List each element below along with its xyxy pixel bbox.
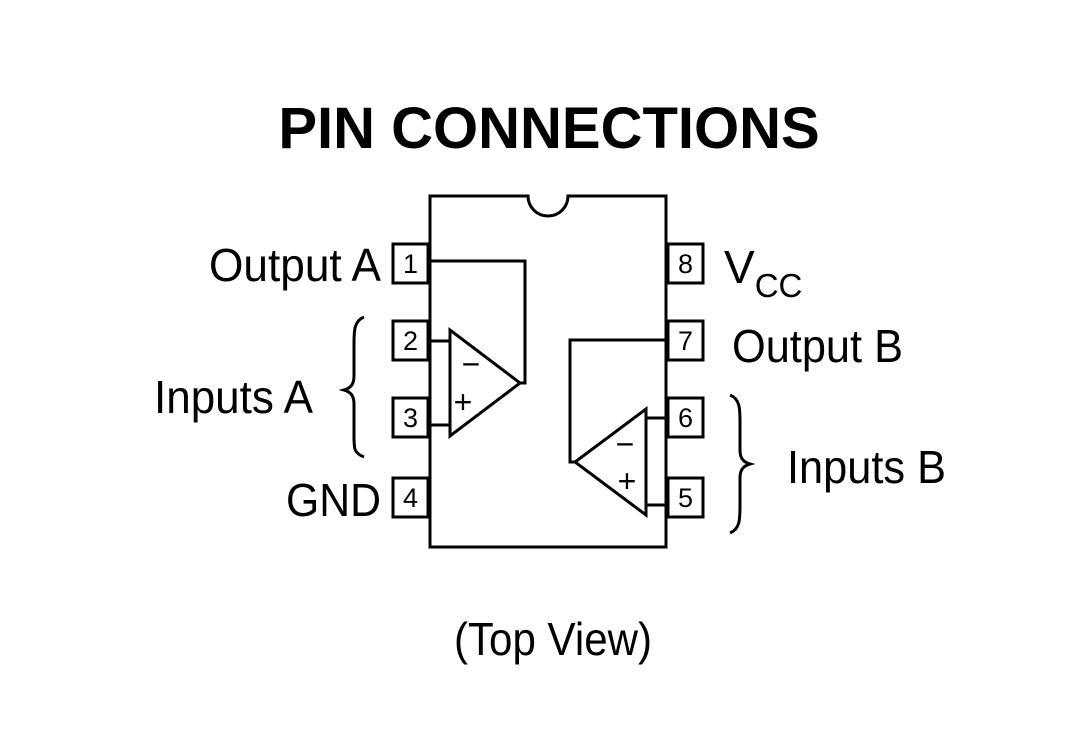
label-gnd: GND xyxy=(286,474,381,526)
opamp-b-symbol xyxy=(572,406,648,518)
ic-package-body xyxy=(428,194,668,549)
opamp-b-plus-sign: + xyxy=(618,463,637,499)
diagram-caption: (Top View) xyxy=(454,613,652,665)
opamp-a-output-wire xyxy=(430,259,527,385)
pin-number-3: 3 xyxy=(403,403,418,433)
diagram-title: PIN CONNECTIONS xyxy=(278,96,819,161)
pin-number-5: 5 xyxy=(678,483,693,513)
opamp-b-output-wire xyxy=(568,338,666,464)
pin-number-6: 6 xyxy=(678,403,693,433)
pin-box-7 xyxy=(666,319,705,362)
label-vcc-subscript: CC xyxy=(755,267,803,304)
pin-number-4: 4 xyxy=(403,483,418,513)
label-inputs-a: Inputs A xyxy=(154,371,313,423)
opamp-b-minus-sign: − xyxy=(616,426,635,462)
opamp-a-minus-sign: − xyxy=(462,346,481,382)
opamp-a-plus-sign: + xyxy=(454,384,473,420)
pin-number-2: 2 xyxy=(403,326,418,356)
pin-number-1: 1 xyxy=(403,249,418,279)
label-output-b: Output B xyxy=(732,320,903,372)
pin-box-3 xyxy=(391,396,430,439)
pin-number-7: 7 xyxy=(678,326,693,356)
pin-box-8 xyxy=(666,242,705,285)
inputs-b-brace xyxy=(729,393,756,535)
pin-box-5 xyxy=(666,476,705,519)
label-inputs-b: Inputs B xyxy=(787,441,946,493)
label-output-a: Output A xyxy=(209,239,381,291)
pin-box-2 xyxy=(391,319,430,362)
pin-box-6 xyxy=(666,396,705,439)
pin-box-1 xyxy=(391,242,430,285)
opamp-a-symbol xyxy=(448,326,523,440)
label-vcc: VCC xyxy=(724,241,802,304)
label-vcc-main: V xyxy=(724,241,755,293)
inputs-a-brace xyxy=(338,315,365,459)
pin-box-4 xyxy=(391,476,430,519)
pin-number-8: 8 xyxy=(678,249,693,279)
